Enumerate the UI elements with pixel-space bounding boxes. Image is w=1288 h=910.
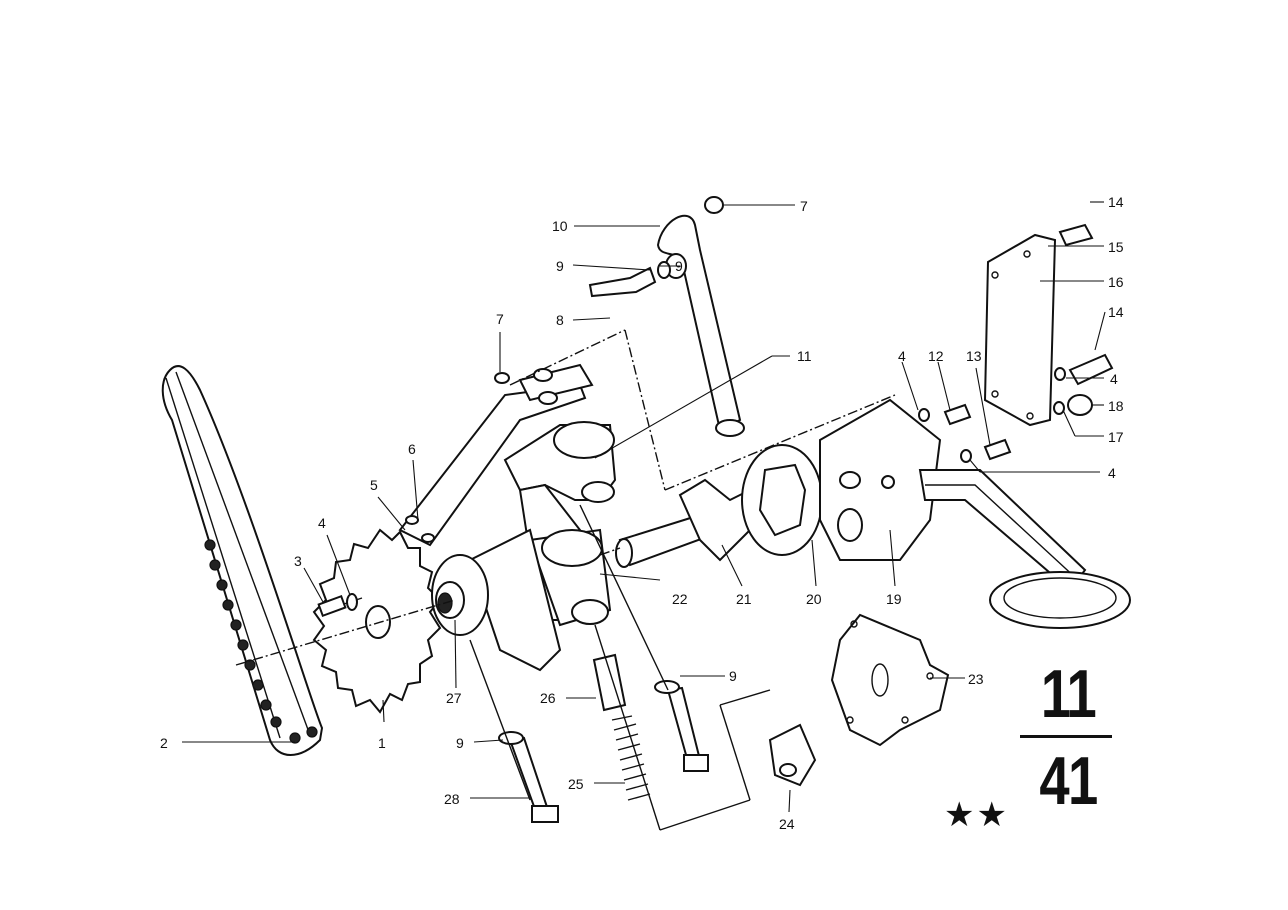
- outer-rotor: [741, 444, 823, 556]
- relief-spring: [611, 715, 651, 801]
- callout-7: 7: [496, 311, 504, 327]
- callout-13: 13: [966, 348, 982, 364]
- centerlines: [235, 329, 896, 831]
- plug-24: [768, 723, 817, 787]
- callout-4c: 4: [1110, 371, 1118, 387]
- bolt-13: [983, 438, 1012, 461]
- bolt-28: [498, 731, 559, 823]
- callout-4d: 4: [1108, 465, 1116, 481]
- chain-links: [204, 539, 318, 744]
- callout-28: 28: [444, 791, 460, 807]
- callout-17: 17: [1108, 429, 1124, 445]
- bolt-12: [943, 403, 972, 426]
- callout-14b: 14: [1108, 304, 1124, 320]
- callout-9: 9: [556, 258, 564, 274]
- callout-21: 21: [736, 591, 752, 607]
- pump-bracket: [398, 363, 594, 547]
- callout-4: 4: [318, 515, 326, 531]
- suction-pipe: [656, 214, 745, 437]
- callout-1: 1: [378, 735, 386, 751]
- callout-labels: 1 2 3 4 5 6 7 8 9 10 7 9 11 4 12 13 14 1…: [160, 194, 1124, 832]
- pump-shaft: [615, 478, 762, 568]
- callout-27: 27: [446, 690, 462, 706]
- callout-10: 10: [552, 218, 568, 234]
- bolt-14-mid: [1068, 353, 1114, 386]
- callout-9d: 9: [456, 735, 464, 751]
- callout-23: 23: [968, 671, 984, 687]
- star-rating-marks: ★★: [944, 795, 1009, 835]
- callout-5: 5: [370, 477, 378, 493]
- bolt-14-top: [1058, 223, 1094, 247]
- washers-4: [918, 367, 1066, 463]
- callout-20: 20: [806, 591, 822, 607]
- nut-18: [1067, 394, 1093, 416]
- callout-26: 26: [540, 690, 556, 706]
- callout-22: 22: [672, 591, 688, 607]
- callout-15: 15: [1108, 239, 1124, 255]
- pickup-tube: [918, 469, 1131, 629]
- long-bolt-right: [654, 680, 709, 772]
- sprocket-washer: [346, 593, 358, 611]
- callout-16: 16: [1108, 274, 1124, 290]
- leader-lines: [182, 201, 1106, 813]
- cover-plate: [983, 233, 1057, 427]
- callout-14: 14: [1108, 194, 1124, 210]
- callout-24: 24: [779, 816, 795, 832]
- oil-pump-housing: [431, 421, 617, 672]
- callout-6: 6: [408, 441, 416, 457]
- relief-piston: [592, 653, 627, 712]
- gasket: [830, 613, 950, 747]
- o-ring-top: [704, 196, 724, 214]
- callout-11: 11: [797, 348, 812, 364]
- callout-9b: 9: [675, 258, 683, 274]
- callout-2: 2: [160, 735, 168, 751]
- callout-7b: 7: [800, 198, 808, 214]
- group-code-bottom: 41: [1039, 743, 1098, 819]
- timing-chain: [161, 365, 324, 756]
- callout-25: 25: [568, 776, 584, 792]
- callout-3: 3: [294, 553, 302, 569]
- sprocket: [312, 528, 442, 714]
- callout-8: 8: [556, 312, 564, 328]
- o-ring-bracket: [494, 372, 510, 384]
- callout-12: 12: [928, 348, 944, 364]
- callout-9c: 9: [729, 668, 737, 684]
- group-code-divider: [1020, 735, 1112, 738]
- group-code-top: 11: [1040, 656, 1097, 732]
- callout-18: 18: [1108, 398, 1124, 414]
- callout-4b: 4: [898, 348, 906, 364]
- pump-cover: [819, 398, 942, 561]
- callout-19: 19: [886, 591, 902, 607]
